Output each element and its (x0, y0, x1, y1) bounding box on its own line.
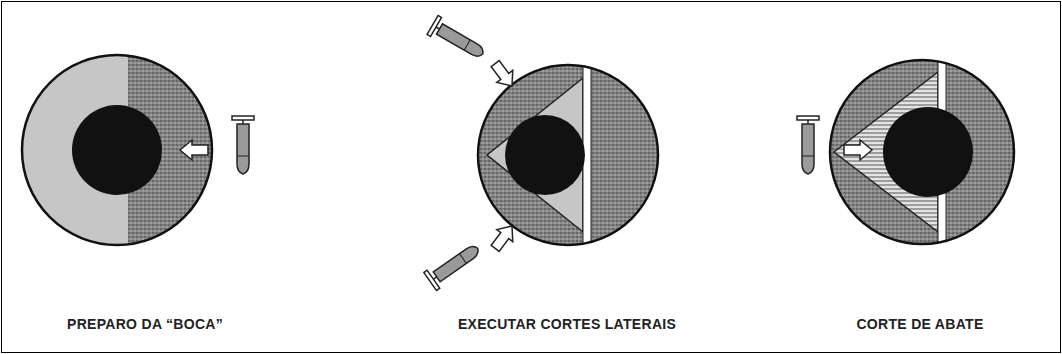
figure-caption: EXECUTAR CORTES LATERAIS (458, 316, 676, 332)
stump-felling-cut (797, 55, 1014, 250)
stump-side-cuts (424, 15, 658, 290)
figure-caption: CORTE DE ABATE (856, 316, 983, 332)
stump-notch (20, 50, 254, 250)
figure-caption: PREPARO DA “BOCA” (67, 316, 223, 332)
